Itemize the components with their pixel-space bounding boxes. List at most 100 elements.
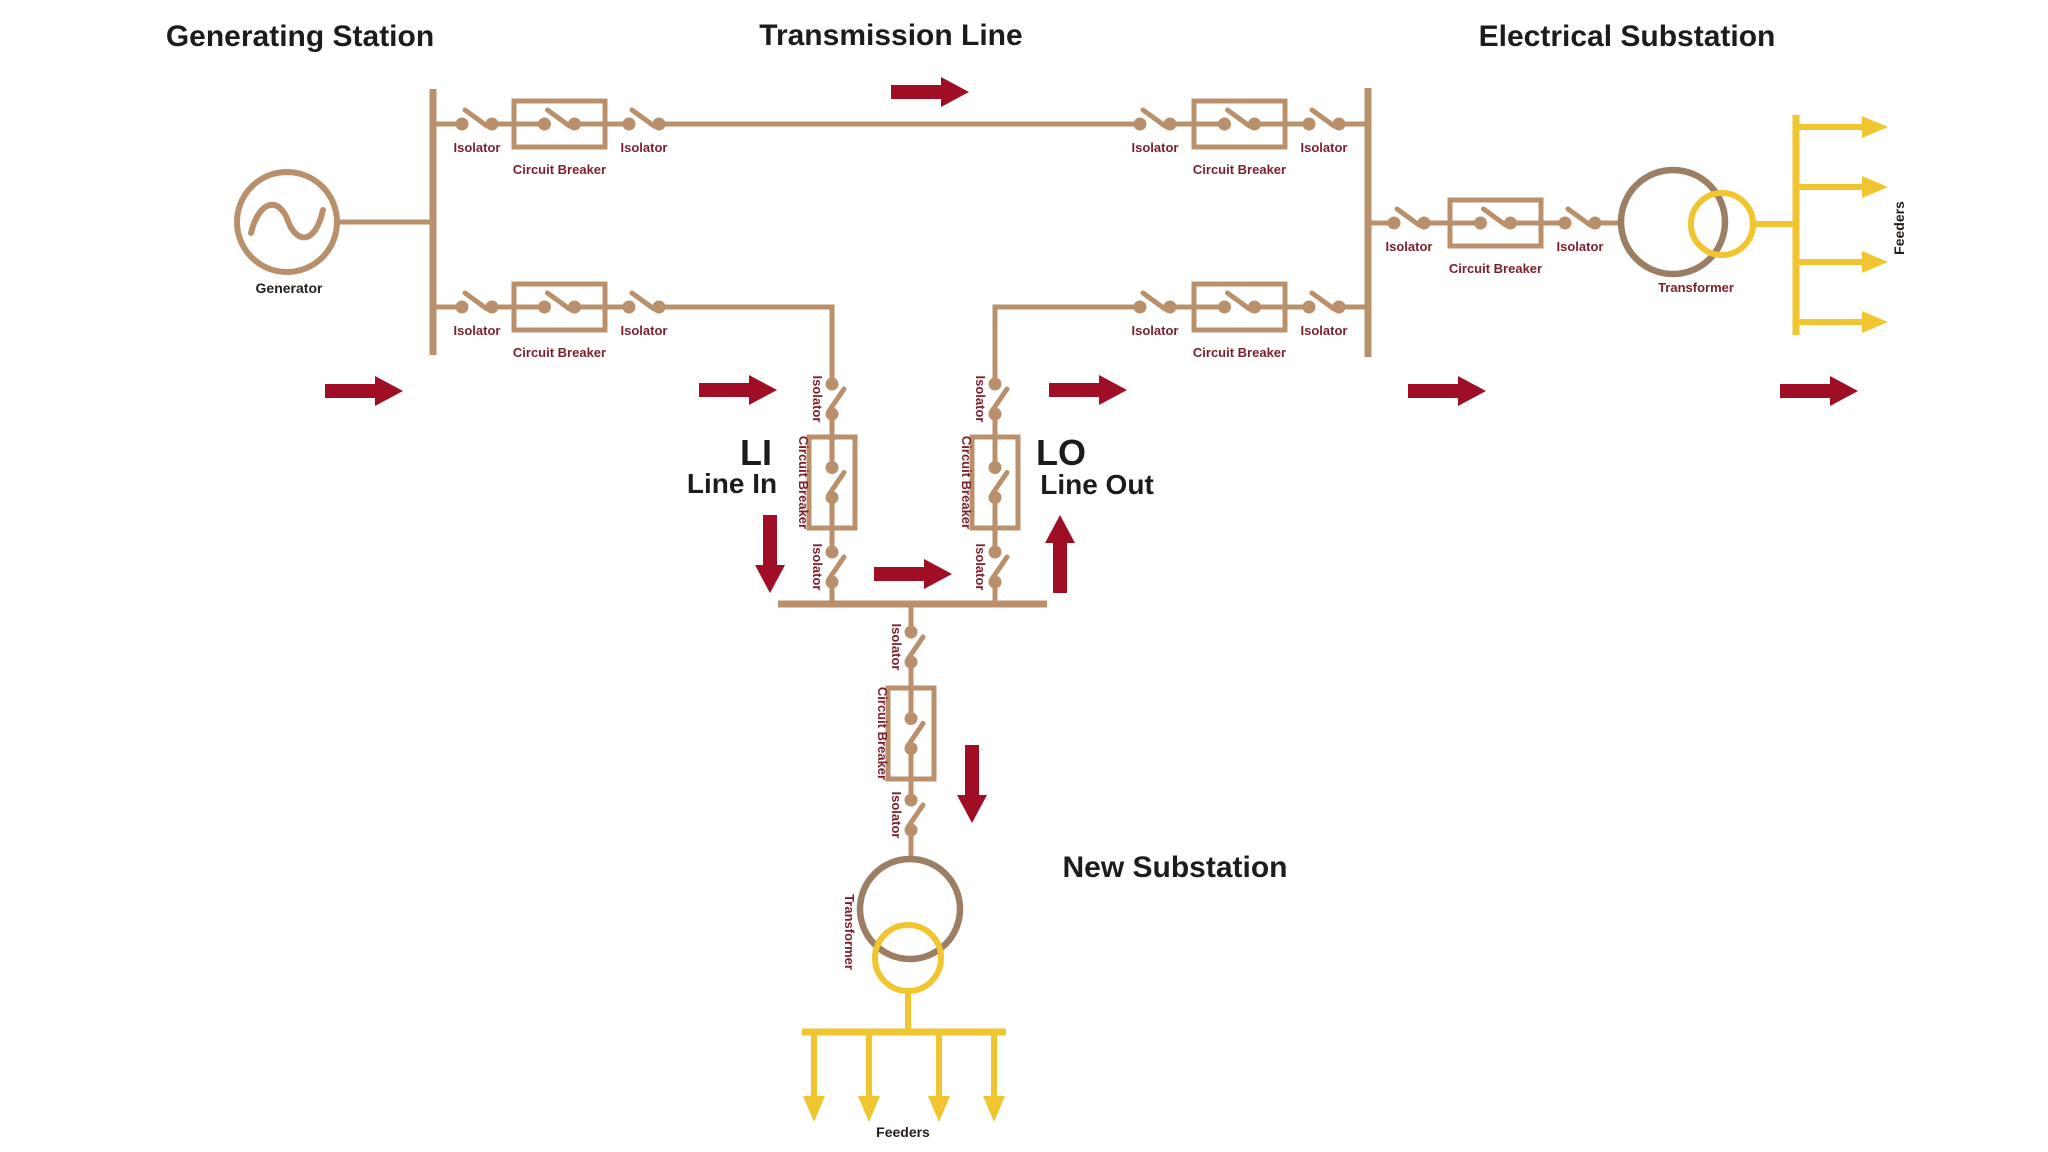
flow-arrow [1780, 376, 1858, 406]
transformer-symbol [1617, 166, 1729, 278]
contact-dot [988, 407, 1002, 421]
isolator-label: Isolator [1386, 239, 1433, 254]
isolator-label: Isolator [810, 376, 825, 423]
contact-dot [825, 377, 839, 391]
switch-blade [1225, 107, 1252, 129]
feeder-arrowhead [1862, 251, 1888, 273]
isolator-label: Isolator [621, 140, 668, 155]
contact-dot [1248, 300, 1261, 314]
contact-dot [1218, 117, 1231, 131]
circuit-breaker-label: Circuit Breaker [513, 345, 606, 360]
switch-blade [905, 802, 926, 830]
switch-blade [1140, 107, 1168, 129]
switch-blade [989, 554, 1010, 582]
contact-dot [825, 407, 839, 421]
switch-blade [826, 386, 847, 414]
contact-dot [825, 545, 839, 559]
switch-blade [545, 107, 572, 129]
circuit-breaker-label: Circuit Breaker [875, 687, 890, 780]
flow-arrow [325, 376, 403, 406]
circuit-breaker-symbol [511, 281, 608, 333]
flow-arrow [699, 375, 777, 405]
contact-dot [904, 655, 918, 669]
switch-blade [1225, 290, 1252, 312]
flow-arrow [874, 559, 952, 589]
contact-dot [988, 575, 1002, 589]
electrical-substation-title: Electrical Substation [1479, 20, 1776, 53]
switch-blade [826, 470, 847, 497]
flow-arrow [1049, 375, 1127, 405]
generator-label: Generator [256, 280, 323, 296]
contact-dot [485, 117, 499, 131]
switch-blade [1309, 290, 1337, 312]
switch-blade [629, 107, 657, 129]
isolator-label: Isolator [1301, 323, 1348, 338]
switch-blade [1309, 107, 1337, 129]
feeder-arrowhead [983, 1096, 1005, 1122]
switch-blade [462, 107, 490, 129]
contact-dot [825, 461, 839, 474]
flow-arrow [957, 745, 987, 823]
circuit-breaker-label: Circuit Breaker [513, 162, 606, 177]
isolator-label: Isolator [889, 624, 904, 671]
contact-dot [1302, 117, 1316, 131]
contact-dot [455, 300, 469, 314]
generator-symbol [234, 169, 340, 275]
sine-wave-icon [248, 201, 326, 241]
generating-station-title: Generating Station [166, 20, 434, 53]
flow-arrow [1045, 515, 1075, 593]
line-in-label: Line In [687, 468, 777, 499]
switch-blade [989, 470, 1010, 497]
contact-dot [1332, 117, 1346, 131]
contact-dot [1588, 216, 1602, 230]
feeder-arrowhead [928, 1096, 950, 1122]
isolator-label: Isolator [889, 792, 904, 839]
circuit-breaker-symbol [1447, 197, 1544, 249]
contact-dot [904, 793, 918, 807]
switch-blade [545, 290, 572, 312]
flow-arrow [755, 515, 785, 593]
contact-dot [652, 300, 666, 314]
contact-dot [568, 300, 581, 314]
switch-blade [1140, 290, 1168, 312]
switch-blade [1565, 206, 1593, 228]
contact-dot [1133, 117, 1147, 131]
line-in-code: LI [740, 432, 772, 473]
feeder-arrowhead [1862, 311, 1888, 333]
isolator-label: Isolator [1557, 239, 1604, 254]
contact-dot [1417, 216, 1431, 230]
contact-dot [485, 300, 499, 314]
feeders-label: Feeders [1891, 201, 1907, 255]
contact-dot [538, 300, 551, 314]
contact-dot [1248, 117, 1261, 131]
line-out-code: LO [1036, 432, 1086, 473]
circuit-breaker-label: Circuit Breaker [796, 436, 811, 529]
switch-blade [629, 290, 657, 312]
circuit-breaker-label: Circuit Breaker [1193, 345, 1286, 360]
contact-dot [988, 377, 1002, 391]
contact-dot [1332, 300, 1346, 314]
contact-dot [538, 117, 551, 131]
feeder-arrowhead [803, 1096, 825, 1122]
contact-dot [1558, 216, 1572, 230]
isolator-label: Isolator [454, 140, 501, 155]
contact-dot [988, 461, 1002, 474]
circuit-breaker-label: Circuit Breaker [1449, 261, 1542, 276]
feeder-arrowhead [1862, 176, 1888, 198]
feeder-arrowhead [1862, 116, 1888, 138]
switch-blade [989, 386, 1010, 414]
switch-blade [1481, 206, 1508, 228]
circuit-breaker-symbol [511, 98, 608, 150]
isolator-label: Isolator [1301, 140, 1348, 155]
transformer-symbol [856, 855, 964, 963]
line-out-label: Line Out [1040, 469, 1154, 500]
switch-blade [905, 721, 926, 748]
contact-dot [825, 491, 839, 504]
circuit-breaker-symbol [1191, 281, 1288, 333]
circuit-breaker-label: Circuit Breaker [1193, 162, 1286, 177]
contact-dot [904, 712, 918, 725]
flow-arrow [891, 77, 969, 107]
circuit-breaker-symbol [1191, 98, 1288, 150]
isolator-label: Isolator [973, 544, 988, 591]
